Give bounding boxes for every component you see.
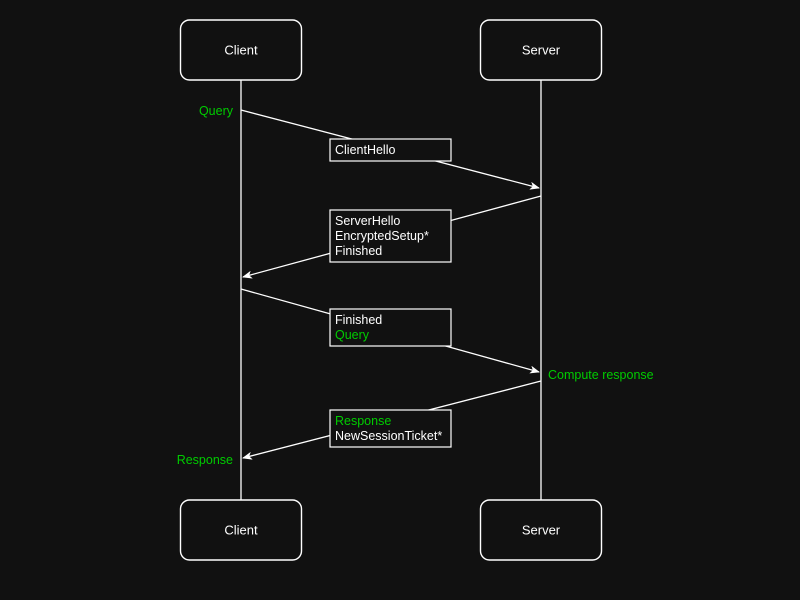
message-box-finished-query[interactable] — [329, 308, 452, 347]
message-line-server-hello-2: Finished — [335, 244, 382, 258]
message-line-server-hello-0: ServerHello — [335, 214, 400, 228]
message-arrows-group — [240, 109, 542, 460]
message-box-client-hello[interactable] — [329, 138, 452, 162]
participant-label-server-bottom: Server — [522, 523, 561, 538]
message-line-finished-query-1: Query — [335, 328, 370, 342]
participant-box-client-top[interactable] — [179, 19, 303, 81]
message-line-client-hello-0: ClientHello — [335, 143, 395, 157]
message-line-server-hello-1: EncryptedSetup* — [335, 229, 429, 243]
participant-label-server-top: Server — [522, 43, 561, 58]
lifelines-group — [240, 80, 542, 500]
participant-box-server-top[interactable] — [479, 19, 603, 81]
message-line-response-ticket-0: Response — [335, 414, 391, 428]
message-box-server-hello[interactable] — [329, 209, 452, 263]
compute-response-label: Compute response — [548, 368, 654, 382]
participant-box-server-bottom[interactable] — [479, 499, 603, 561]
query-label: Query — [199, 104, 234, 118]
message-line-response-ticket-1: NewSessionTicket* — [335, 429, 442, 443]
participant-box-client-bottom[interactable] — [179, 499, 303, 561]
response-label: Response — [177, 453, 233, 467]
message-line-finished-query-0: Finished — [335, 313, 382, 327]
participant-label-client-top: Client — [224, 43, 258, 58]
message-boxes-group: ClientHelloServerHelloEncryptedSetup*Fin… — [329, 138, 452, 448]
message-box-response-ticket[interactable] — [329, 409, 452, 448]
participant-label-client-bottom: Client — [224, 523, 258, 538]
